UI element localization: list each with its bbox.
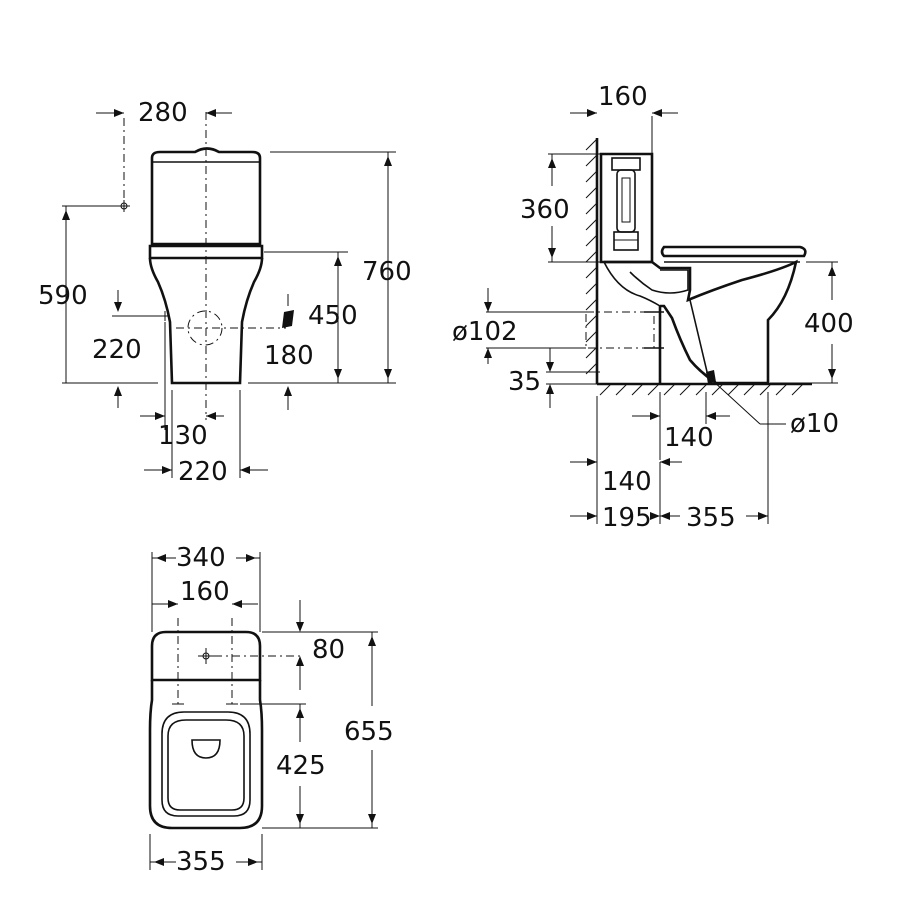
outlet-marker xyxy=(160,311,170,321)
dim-180: 180 xyxy=(264,341,314,371)
dim-360: 360 xyxy=(520,195,570,225)
side-view: 160 360 400 ø102 35 xyxy=(452,82,854,533)
dim-425: 425 xyxy=(276,751,326,781)
dim-130: 130 xyxy=(158,421,208,451)
dim-280: 280 xyxy=(138,98,188,128)
dim-160-side: 160 xyxy=(598,82,648,112)
side-bowl xyxy=(604,259,798,385)
dim-140-a: 140 xyxy=(664,423,714,453)
dim-220-width: 220 xyxy=(178,457,228,487)
dim-400: 400 xyxy=(804,309,854,339)
top-bowl xyxy=(148,680,264,830)
top-seat-opening xyxy=(161,711,251,817)
front-outlet-circle xyxy=(187,310,223,346)
front-view: 280 590 220 760 xyxy=(38,98,412,487)
front-cistern xyxy=(150,147,262,246)
flush-mechanism xyxy=(611,157,641,251)
dim-450: 450 xyxy=(308,301,358,331)
dim-outlet-diameter: ø102 xyxy=(452,317,518,347)
floor-hatch xyxy=(599,383,804,396)
dim-355-top: 355 xyxy=(176,847,226,877)
fixing-hole-marker xyxy=(706,370,716,384)
side-seat xyxy=(660,245,807,258)
dim-655: 655 xyxy=(344,717,394,747)
dim-355-side: 355 xyxy=(686,503,736,533)
water-inlet-marker xyxy=(118,200,130,212)
top-view: 340 160 80 425 655 3 xyxy=(148,543,394,877)
dim-160-top: 160 xyxy=(180,577,230,607)
dim-195: 195 xyxy=(602,503,652,533)
dim-340: 340 xyxy=(176,543,226,573)
side-outlet xyxy=(585,311,655,349)
dim-140-b: 140 xyxy=(602,467,652,497)
dim-590: 590 xyxy=(38,281,88,311)
top-cistern xyxy=(150,630,262,682)
dim-760: 760 xyxy=(362,257,412,287)
top-inlet-marker xyxy=(198,648,214,664)
dim-35: 35 xyxy=(508,367,541,397)
dim-80: 80 xyxy=(312,635,345,665)
front-fixing-marker xyxy=(282,310,294,328)
dim-hole-diameter: ø10 xyxy=(790,409,839,439)
top-seat-hinge xyxy=(191,739,221,759)
wall-hatch xyxy=(585,138,598,375)
dim-220-height: 220 xyxy=(92,335,142,365)
